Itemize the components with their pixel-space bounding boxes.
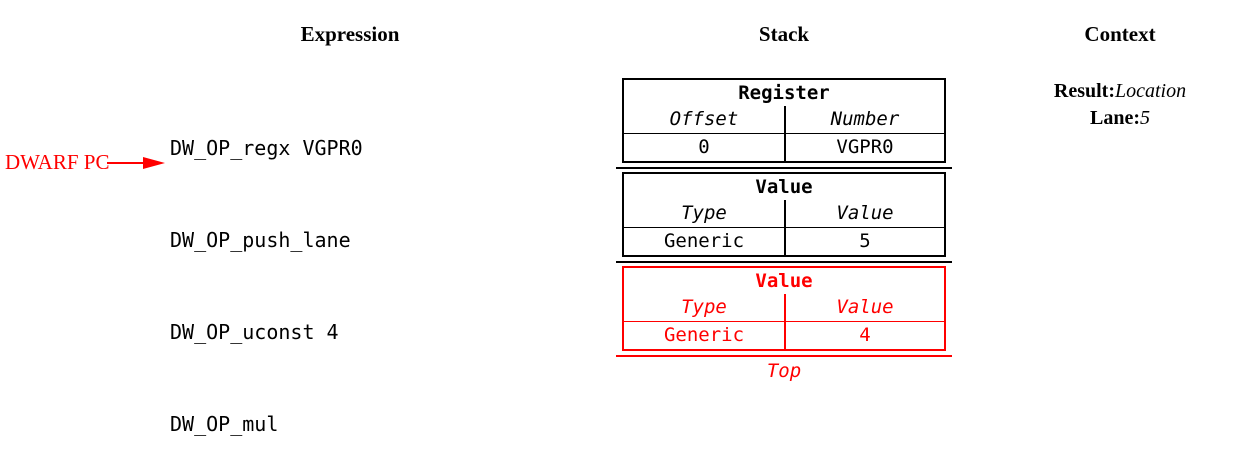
value-cell: VGPR0 (784, 134, 944, 161)
column-header-cell: Offset (624, 106, 784, 134)
expression-op-list: DW_OP_regx VGPR0 DW_OP_push_lane DW_OP_u… (170, 72, 363, 468)
column-header-cell: Type (624, 294, 784, 322)
stack-entry-separator (616, 167, 952, 169)
column-header-cell: Type (624, 200, 784, 228)
stack-top-separator (616, 355, 952, 357)
stack-entry-header: Register (738, 82, 830, 104)
context-field-lane: Lane:5 (1000, 105, 1240, 132)
column-header-cell: Value (784, 200, 944, 228)
value-cell: Generic (663, 230, 745, 252)
value-cell: Generic (663, 324, 745, 346)
dwarf-pc-label: DWARF PC (5, 150, 110, 174)
stack-entry-table: Type Value Generic 4 (624, 294, 944, 349)
context-column-title: Context (1084, 22, 1156, 46)
stack-column-title: Stack (758, 22, 810, 46)
expression-op: DW_OP_push_lane (170, 227, 351, 252)
dwarf-pc-arrow-icon (107, 157, 165, 169)
stack-entry-header: Value (755, 176, 813, 198)
context-field-label: Lane: (1090, 107, 1140, 129)
column-header-cell: Number (784, 106, 944, 134)
context-field-label: Result: (1053, 80, 1115, 102)
value-cell: 0 (698, 136, 710, 158)
context-field-value: Location (1114, 80, 1187, 102)
expression-column-title: Expression (300, 22, 400, 46)
stack-entry-register: Register Offset Number 0 VGPR0 (622, 78, 946, 163)
context-field-value: 5 (1140, 107, 1150, 129)
expression-op: DW_OP_uconst 4 (170, 319, 339, 344)
expression-op: DW_OP_regx VGPR0 (170, 136, 363, 161)
stack-entry-header: Value (755, 270, 813, 292)
stack-top-label: Top (766, 360, 802, 382)
expression-op: DW_OP_mul (170, 411, 279, 436)
stack-entry-table: Type Value Generic 5 (624, 200, 944, 255)
stack-entry-table: Offset Number 0 VGPR0 (624, 106, 944, 161)
column-header-cell: Value (784, 294, 944, 322)
stack-column: Register Offset Number 0 VGPR0 Value Typ… (616, 78, 952, 382)
value-cell: 4 (784, 322, 944, 349)
context-column: Result:Location Lane:5 (1000, 78, 1240, 132)
stack-entry-value-top: Value Type Value Generic 4 (622, 266, 946, 351)
context-field-result: Result:Location (1000, 78, 1240, 105)
stack-entry-separator (616, 261, 952, 263)
value-cell: 5 (784, 228, 944, 255)
stack-entry-value: Value Type Value Generic 5 (622, 172, 946, 257)
